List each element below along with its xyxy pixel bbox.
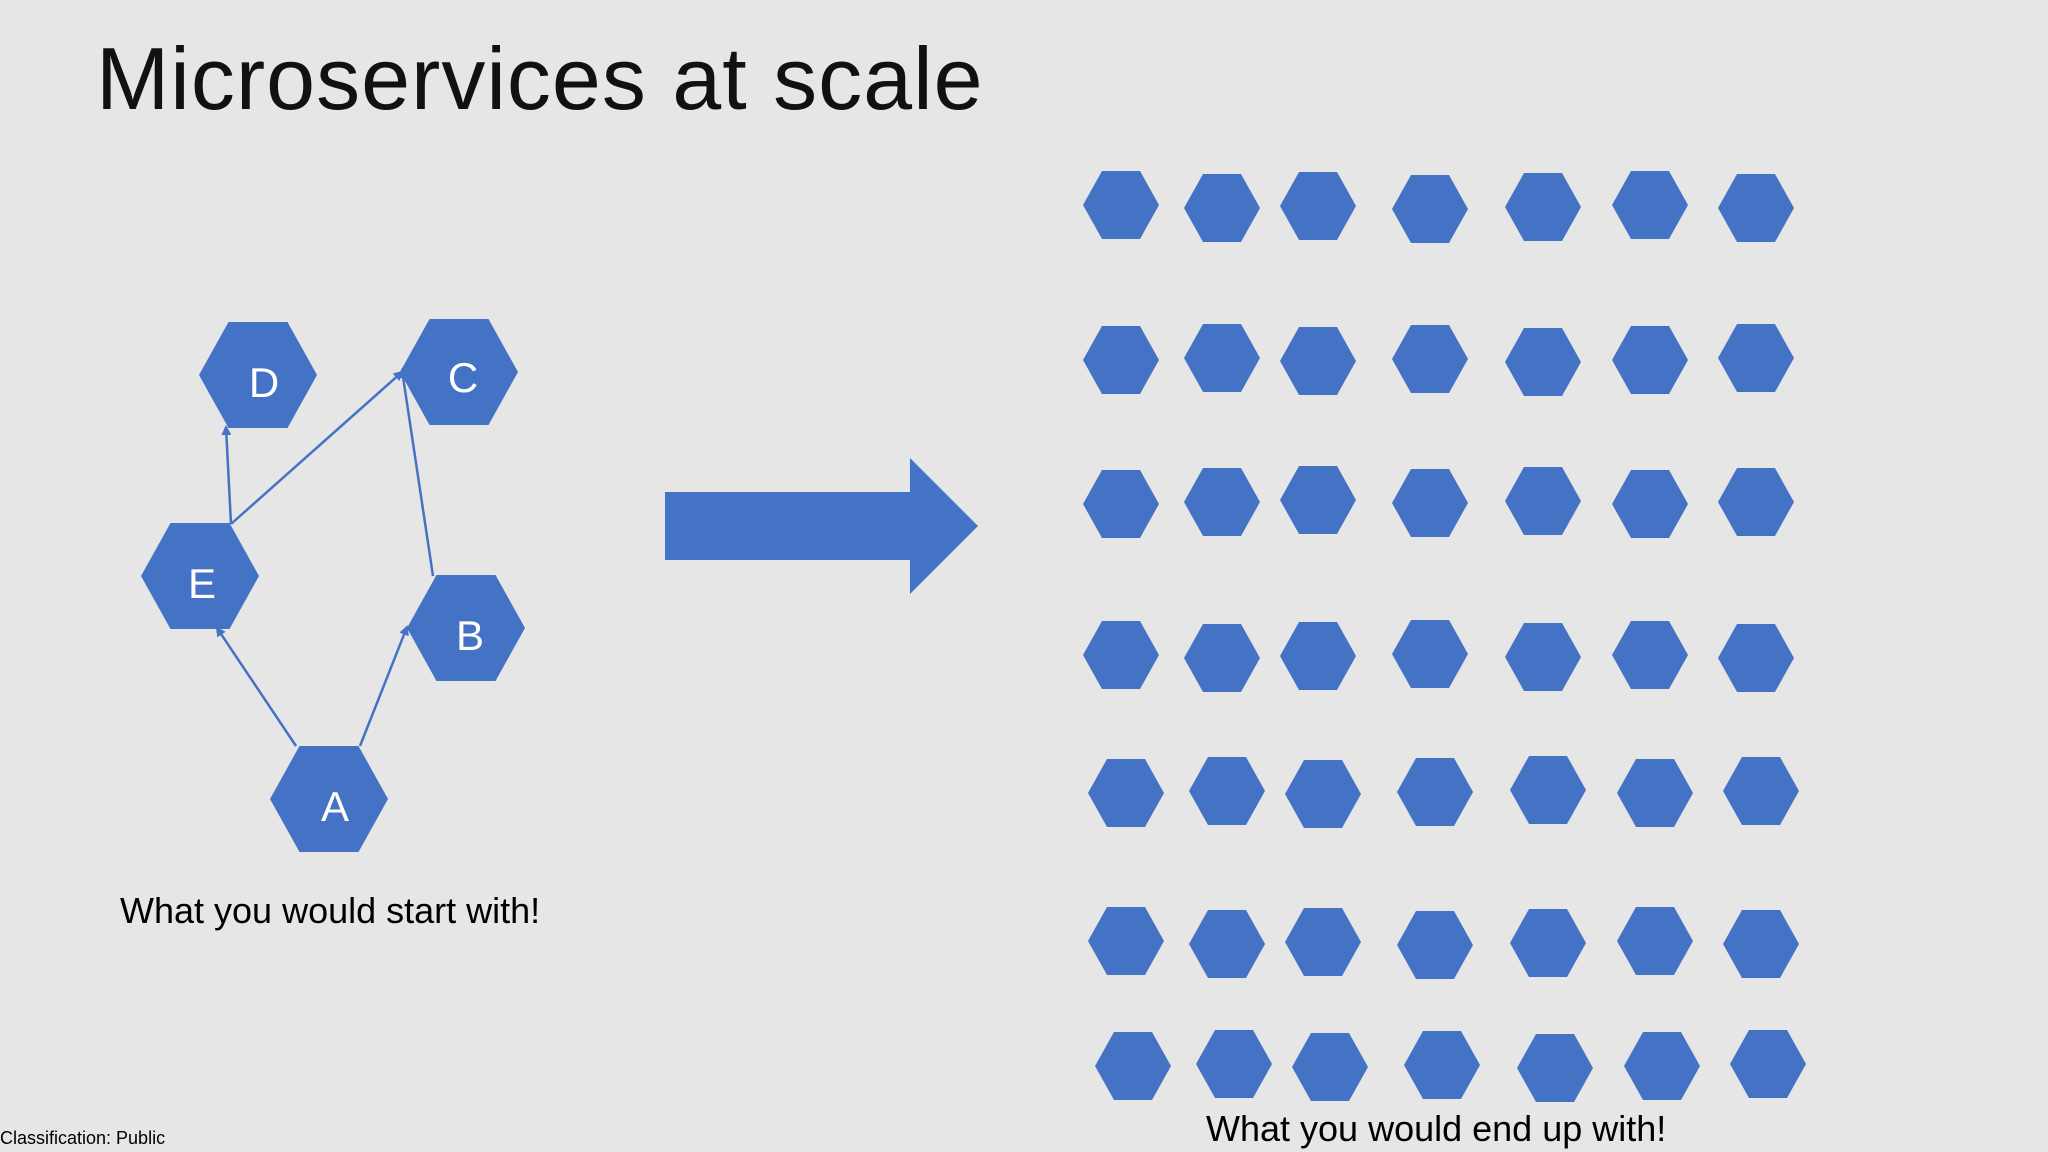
service-node-label: E — [188, 560, 216, 607]
service-hexagon-icon — [1730, 1030, 1806, 1098]
service-hexagon-icon — [1392, 469, 1468, 537]
hexagon-icon — [141, 523, 259, 629]
service-hexagon-icon — [1088, 759, 1164, 827]
service-hexagon-icon — [1517, 1034, 1593, 1102]
service-hexagon-icon — [1723, 910, 1799, 978]
service-hexagon-icon — [1612, 470, 1688, 538]
service-hexagon-icon — [1095, 1032, 1171, 1100]
caption-start: What you would start with! — [120, 890, 541, 931]
edge-b-to-c — [398, 368, 435, 577]
service-hexagon-icon — [1617, 759, 1693, 827]
service-hexagon-icon — [1718, 468, 1794, 536]
service-hexagon-icon — [1083, 621, 1159, 689]
service-hexagon-icon — [1196, 1030, 1272, 1098]
service-node-label: A — [321, 783, 349, 830]
service-hexagon-icon — [1285, 908, 1361, 976]
transition-arrow-icon — [665, 458, 978, 594]
service-hexagon-icon — [1392, 175, 1468, 243]
service-hexagon-icon — [1505, 173, 1581, 241]
service-hexagon-icon — [1392, 620, 1468, 688]
service-grid — [1083, 171, 1806, 1102]
hexagon-icon — [199, 322, 317, 428]
service-hexagon-icon — [1397, 911, 1473, 979]
service-hexagon-icon — [1280, 172, 1356, 240]
service-hexagon-icon — [1392, 325, 1468, 393]
dependency-edges — [215, 368, 435, 747]
service-hexagon-icon — [1404, 1031, 1480, 1099]
edge-e-to-d — [221, 425, 233, 525]
slide-title: Microservices at scale — [96, 29, 984, 128]
hexagon-icon — [270, 746, 388, 852]
service-node-label: B — [456, 612, 484, 659]
service-hexagon-icon — [1510, 909, 1586, 977]
service-nodes: D C E B A — [141, 319, 525, 852]
caption-end: What you would end up with! — [1206, 1108, 1667, 1149]
service-node-label: C — [448, 354, 478, 401]
service-hexagon-icon — [1280, 466, 1356, 534]
service-hexagon-icon — [1189, 910, 1265, 978]
service-hexagon-icon — [1280, 327, 1356, 395]
service-hexagon-icon — [1718, 624, 1794, 692]
classification-label: Classification: Public — [0, 1128, 166, 1148]
service-hexagon-icon — [1184, 624, 1260, 692]
service-hexagon-icon — [1505, 328, 1581, 396]
service-hexagon-icon — [1505, 623, 1581, 691]
service-node-b: B — [407, 575, 525, 681]
service-hexagon-icon — [1718, 324, 1794, 392]
service-hexagon-icon — [1083, 171, 1159, 239]
service-hexagon-icon — [1617, 907, 1693, 975]
service-hexagon-icon — [1612, 621, 1688, 689]
service-hexagon-icon — [1505, 467, 1581, 535]
service-hexagon-icon — [1612, 326, 1688, 394]
service-node-d: D — [199, 322, 317, 428]
service-hexagon-icon — [1280, 622, 1356, 690]
service-hexagon-icon — [1083, 326, 1159, 394]
service-hexagon-icon — [1285, 760, 1361, 828]
service-hexagon-icon — [1184, 468, 1260, 536]
service-node-e: E — [141, 523, 259, 629]
service-node-c: C — [400, 319, 518, 425]
edge-a-to-e — [215, 626, 298, 747]
edge-e-to-c — [230, 370, 404, 525]
service-hexagon-icon — [1397, 758, 1473, 826]
service-hexagon-icon — [1624, 1032, 1700, 1100]
service-hexagon-icon — [1292, 1033, 1368, 1101]
service-hexagon-icon — [1723, 757, 1799, 825]
edge-a-to-b — [358, 625, 409, 747]
service-node-label: D — [249, 359, 279, 406]
service-node-a: A — [270, 746, 388, 852]
service-hexagon-icon — [1718, 174, 1794, 242]
service-hexagon-icon — [1083, 470, 1159, 538]
service-hexagon-icon — [1510, 756, 1586, 824]
hexagon-icon — [407, 575, 525, 681]
service-hexagon-icon — [1184, 174, 1260, 242]
service-hexagon-icon — [1189, 757, 1265, 825]
service-hexagon-icon — [1612, 171, 1688, 239]
service-hexagon-icon — [1088, 907, 1164, 975]
hexagon-icon — [400, 319, 518, 425]
service-hexagon-icon — [1184, 324, 1260, 392]
